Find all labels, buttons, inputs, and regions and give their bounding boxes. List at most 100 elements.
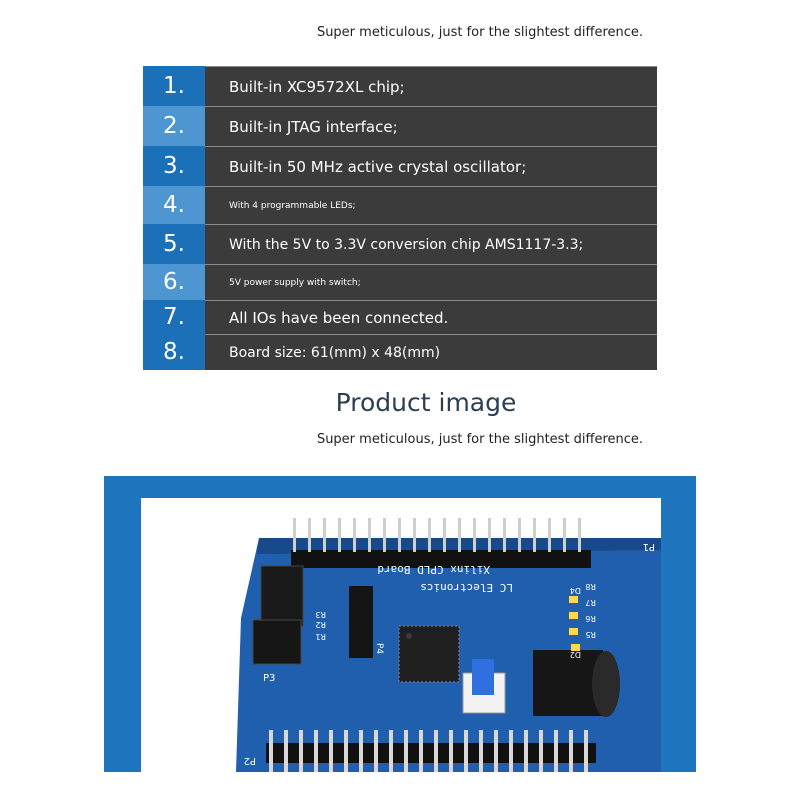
header-pin: [284, 730, 288, 772]
bottom-pin-header: [266, 730, 596, 772]
label-d4: D4: [570, 586, 581, 595]
header-pin: [548, 518, 551, 552]
feature-text: Board size: 61(mm) x 48(mm): [205, 334, 657, 370]
header-pin: [464, 730, 468, 772]
chip-pin1-dot: [406, 633, 412, 639]
header-pin: [473, 518, 476, 552]
feature-number: 1.: [143, 66, 205, 106]
feature-number: 5.: [143, 224, 205, 264]
feature-row-3: 3. Built-in 50 MHz active crystal oscill…: [143, 146, 657, 186]
led-indicator: [571, 644, 580, 651]
silkscreen-title: Xilinx CPLD Board: [377, 563, 490, 576]
label-r3: R3: [315, 610, 326, 619]
pin-block: [349, 586, 373, 658]
header-pin: [383, 518, 386, 552]
header-pin: [554, 730, 558, 772]
header-pin: [428, 518, 431, 552]
header-pin: [503, 518, 506, 552]
product-photo: Xilinx CPLD Board LC Electronics P3 P2 P…: [141, 498, 661, 772]
header-pin: [494, 730, 498, 772]
tagline-top: Super meticulous, just for the slightest…: [316, 25, 644, 40]
feature-list: 1. Built-in XC9572XL chip; 2. Built-in J…: [143, 66, 657, 370]
header-pin: [389, 730, 393, 772]
header-pin: [293, 518, 296, 552]
label-p3: P3: [263, 673, 275, 684]
header-pin: [368, 518, 371, 552]
header-pin: [563, 518, 566, 552]
feature-text: Built-in XC9572XL chip;: [205, 66, 657, 106]
header-pin: [269, 730, 273, 772]
feature-row-8: 8. Board size: 61(mm) x 48(mm): [143, 334, 657, 370]
header-pin: [308, 518, 311, 552]
header-pin: [404, 730, 408, 772]
product-photo-frame: Xilinx CPLD Board LC Electronics P3 P2 P…: [104, 476, 696, 772]
header-pin: [299, 730, 303, 772]
feature-row-5: 5. With the 5V to 3.3V conversion chip A…: [143, 224, 657, 264]
label-d2: D2: [570, 650, 581, 659]
header-pin: [533, 518, 536, 552]
header-pin: [524, 730, 528, 772]
feature-text: Built-in 50 MHz active crystal oscillato…: [205, 146, 657, 186]
label-r1: R1: [315, 632, 326, 641]
label-r6: R6: [585, 614, 596, 623]
label-r5: R5: [585, 630, 596, 639]
cpld-board-image: Xilinx CPLD Board LC Electronics P3 P2 P…: [236, 518, 661, 772]
header-pin: [323, 518, 326, 552]
feature-row-1: 1. Built-in XC9572XL chip;: [143, 66, 657, 106]
feature-text: Built-in JTAG interface;: [205, 106, 657, 146]
led-indicator: [569, 612, 578, 619]
led-indicator: [569, 596, 578, 603]
feature-number: 7.: [143, 300, 205, 334]
feature-text: With the 5V to 3.3V conversion chip AMS1…: [205, 224, 657, 264]
feature-number: 2.: [143, 106, 205, 146]
dc-jack-opening: [592, 651, 620, 717]
header-pin: [419, 730, 423, 772]
feature-text: 5V power supply with switch;: [205, 264, 657, 300]
feature-row-2: 2. Built-in JTAG interface;: [143, 106, 657, 146]
power-switch: [462, 659, 506, 714]
header-pin: [443, 518, 446, 552]
header-housing: [266, 743, 596, 763]
header-pin: [584, 730, 588, 772]
top-pin-header: [291, 518, 591, 568]
header-pin: [569, 730, 573, 772]
header-pin: [329, 730, 333, 772]
header-pin: [344, 730, 348, 772]
silkscreen-brand: LC Electronics: [420, 581, 513, 594]
feature-number: 4.: [143, 186, 205, 224]
header-pin: [479, 730, 483, 772]
cpld-chip: [398, 625, 460, 683]
header-pin: [488, 518, 491, 552]
header-pin: [449, 730, 453, 772]
header-pin: [434, 730, 438, 772]
label-p4: P4: [374, 643, 384, 654]
feature-row-4: 4. With 4 programmable LEDs;: [143, 186, 657, 224]
header-pin: [413, 518, 416, 552]
jtag-connector: [260, 565, 304, 627]
header-pin: [359, 730, 363, 772]
section-heading: Product image: [335, 388, 517, 417]
header-pin: [539, 730, 543, 772]
header-pin: [458, 518, 461, 552]
label-r8: R8: [585, 582, 596, 591]
feature-number: 6.: [143, 264, 205, 300]
feature-row-7: 7. All IOs have been connected.: [143, 300, 657, 334]
tagline-bottom: Super meticulous, just for the slightest…: [316, 432, 644, 447]
header-pin: [314, 730, 318, 772]
feature-number: 3.: [143, 146, 205, 186]
dc-jack-body: [533, 650, 603, 716]
header-pin: [374, 730, 378, 772]
header-pin: [578, 518, 581, 552]
feature-text: All IOs have been connected.: [205, 300, 657, 334]
label-r2: R2: [315, 620, 326, 629]
header-pin: [338, 518, 341, 552]
header-pin: [509, 730, 513, 772]
dc-jack: [533, 650, 620, 717]
header-pin: [353, 518, 356, 552]
header-pin: [518, 518, 521, 552]
switch-button: [472, 659, 494, 695]
jtag-housing: [252, 619, 302, 665]
label-p1: P1: [643, 541, 655, 552]
feature-number: 8.: [143, 334, 205, 370]
led-indicator: [569, 628, 578, 635]
